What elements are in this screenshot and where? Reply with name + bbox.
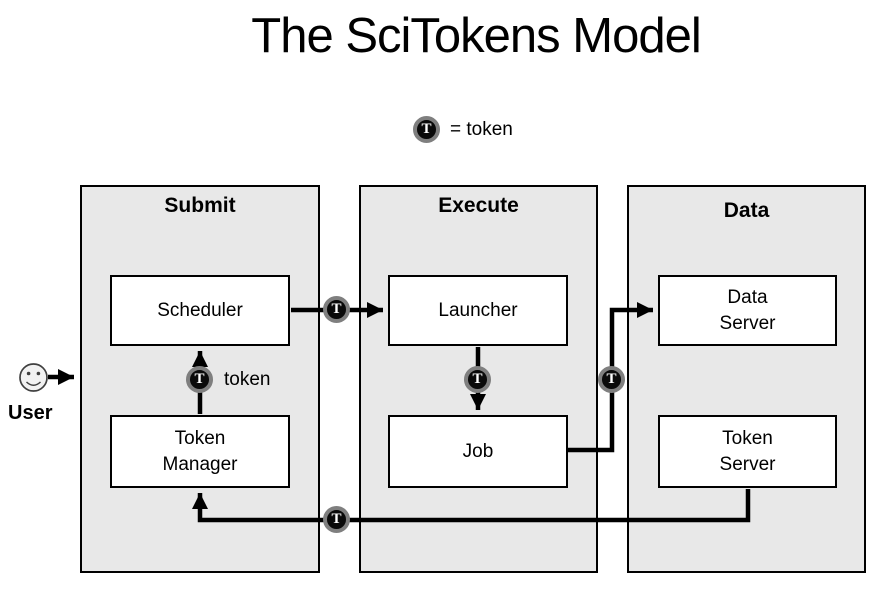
panel-submit-header: Submit: [164, 194, 236, 217]
token-icon-manager-scheduler: T: [186, 366, 213, 393]
node-token-manager: Token Manager: [110, 415, 290, 488]
node-scheduler: Scheduler: [110, 275, 290, 346]
user-icon: [19, 363, 48, 392]
legend-label: = token: [450, 119, 513, 140]
node-token-server: Token Server: [658, 415, 837, 488]
node-launcher: Launcher: [388, 275, 568, 346]
node-data-server: Data Server: [658, 275, 837, 346]
token-icon-scheduler-launcher: T: [323, 296, 350, 323]
panel-data-header: Data: [723, 199, 770, 222]
panel-execute-header: Execute: [438, 194, 519, 217]
inline-token-label: token: [224, 369, 271, 390]
token-icon-feedback: T: [323, 506, 350, 533]
node-job: Job: [388, 415, 568, 488]
token-icon-launcher-job: T: [464, 366, 491, 393]
panel-data: Data: [627, 185, 866, 573]
legend-token-icon: T: [413, 116, 440, 143]
token-icon-job-dataserver: T: [598, 366, 625, 393]
user-label: User: [8, 402, 53, 424]
page-title: The SciTokens Model: [251, 9, 701, 63]
